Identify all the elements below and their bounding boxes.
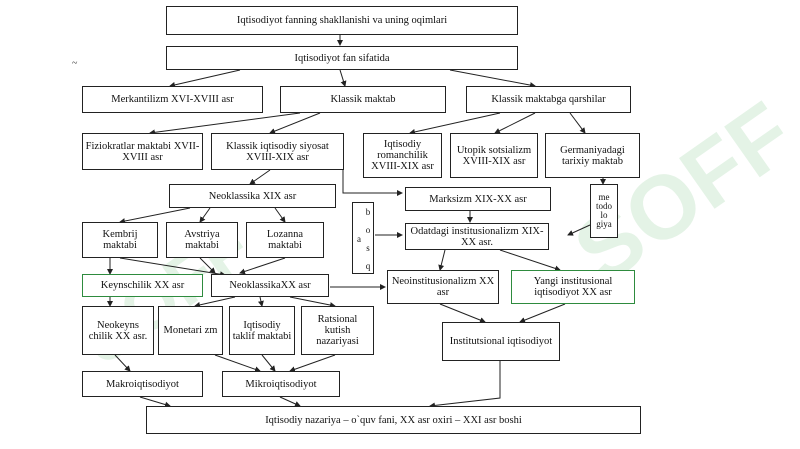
node-yangi-inst-text: Yangi institusional iqtisodiyot XX asr [533, 276, 613, 298]
node-keynschilik: Keynschilik XX asr [82, 274, 203, 297]
node-final: Iqtisodiy nazariya – o`quv fani, XX asr … [146, 406, 641, 434]
node-boshqalar: b o s q a [352, 202, 374, 274]
node-odatdagi: Odatdagi institusionalizm XIX-XX asr. [405, 223, 549, 250]
node-monetarizm-text: Monetari zm [163, 325, 218, 336]
node-neoklassika20-text: NeoklassikaXX asr [229, 280, 311, 291]
node-monetarizm: Monetari zm [158, 306, 223, 355]
node-taklif: Iqtisodiy taklif maktabi [229, 306, 295, 355]
node-klassik-siyosat-text: Klassik iqtisodiy siyosat XVIII-XIX asr [226, 140, 329, 163]
node-fan-text: Iqtisodiyot fan sifatida [294, 52, 390, 64]
node-klassik-text: Klassik maktab [330, 94, 396, 105]
node-lozanna-text: Lozanna maktabi [266, 229, 304, 251]
node-fiziokratlar-text: Fiziokratlar maktabi XVII-XVIII asr [85, 140, 200, 163]
node-mikro-text: Mikroiqtisodiyot [245, 378, 317, 390]
node-yangi-inst: Yangi institusional iqtisodiyot XX asr [511, 270, 635, 304]
node-kembrij: Kembrij maktabi [82, 222, 158, 258]
node-taklif-text: Iqtisodiy taklif maktabi [232, 319, 292, 342]
node-lozanna: Lozanna maktabi [246, 222, 324, 258]
node-inst-iqtisodiyot: Institutsional iqtisodiyot [442, 322, 560, 361]
node-makro-text: Makroiqtisodiyot [106, 378, 179, 390]
node-germaniya: Germaniyadagi tarixiy maktab [545, 133, 640, 178]
node-utopik-text: Utopik sotsializm XVIII-XIX asr [456, 144, 532, 167]
node-inst-iqtisodiyot-text: Institutsional iqtisodiyot [449, 336, 553, 347]
node-marksizm-text: Marksizm XIX-XX asr [429, 193, 527, 205]
node-metodologiya: me todo lo giya [590, 184, 618, 238]
node-title: Iqtisodiyot fanning shakllanishi va unin… [166, 6, 518, 35]
stray-mark: ~ [72, 58, 78, 69]
node-qarshilar: Klassik maktabga qarshilar [466, 86, 631, 113]
node-neoklassika20: NeoklassikaXX asr [211, 274, 329, 297]
node-keynschilik-text: Keynschilik XX asr [100, 280, 185, 291]
node-final-text: Iqtisodiy nazariya – o`quv fani, XX asr … [265, 414, 522, 426]
node-merkantilizm: Merkantilizm XVI-XVIII asr [82, 86, 263, 113]
node-neokeyns-text: Neokeyns chilik XX asr. [88, 319, 148, 342]
node-klassik: Klassik maktab [280, 86, 446, 113]
node-marksizm: Marksizm XIX-XX asr [405, 187, 551, 211]
node-boshqalar-text: b o s q a [354, 206, 373, 270]
node-merkantilizm-text: Merkantilizm XVI-XVIII asr [111, 94, 234, 105]
node-romanchilik-text: Iqtisodiy romanchilik XVIII-XIX asr [371, 139, 434, 172]
node-avstriya: Avstriya maktabi [166, 222, 238, 258]
node-odatdagi-text: Odatdagi institusionalizm XIX-XX asr. [410, 225, 544, 248]
node-neoklassika19-text: Neoklassika XIX asr [208, 190, 297, 202]
node-kembrij-text: Kembrij maktabi [102, 229, 138, 251]
node-avstriya-text: Avstriya maktabi [184, 229, 220, 251]
node-neoinst: Neoinstitusionalizm XX asr [387, 270, 499, 304]
node-klassik-siyosat: Klassik iqtisodiy siyosat XVIII-XIX asr [211, 133, 344, 170]
node-makro: Makroiqtisodiyot [82, 371, 203, 397]
node-romanchilik: Iqtisodiy romanchilik XVIII-XIX asr [363, 133, 442, 178]
node-neoklassika19: Neoklassika XIX asr [169, 184, 336, 208]
node-mikro: Mikroiqtisodiyot [222, 371, 340, 397]
node-utopik: Utopik sotsializm XVIII-XIX asr [450, 133, 538, 178]
node-metodologiya-text: me todo lo giya [595, 192, 612, 229]
node-title-text: Iqtisodiyot fanning shakllanishi va unin… [236, 15, 448, 26]
node-fan: Iqtisodiyot fan sifatida [166, 46, 518, 70]
node-ratsional: Ratsional kutish nazariyasi [301, 306, 374, 355]
node-neokeyns: Neokeyns chilik XX asr. [82, 306, 154, 355]
node-fiziokratlar: Fiziokratlar maktabi XVII-XVIII asr [82, 133, 203, 170]
node-neoinst-text: Neoinstitusionalizm XX asr [391, 276, 495, 298]
node-qarshilar-text: Klassik maktabga qarshilar [491, 94, 606, 105]
node-germaniya-text: Germaniyadagi tarixiy maktab [560, 144, 625, 167]
node-ratsional-text: Ratsional kutish nazariyasi [316, 314, 359, 347]
